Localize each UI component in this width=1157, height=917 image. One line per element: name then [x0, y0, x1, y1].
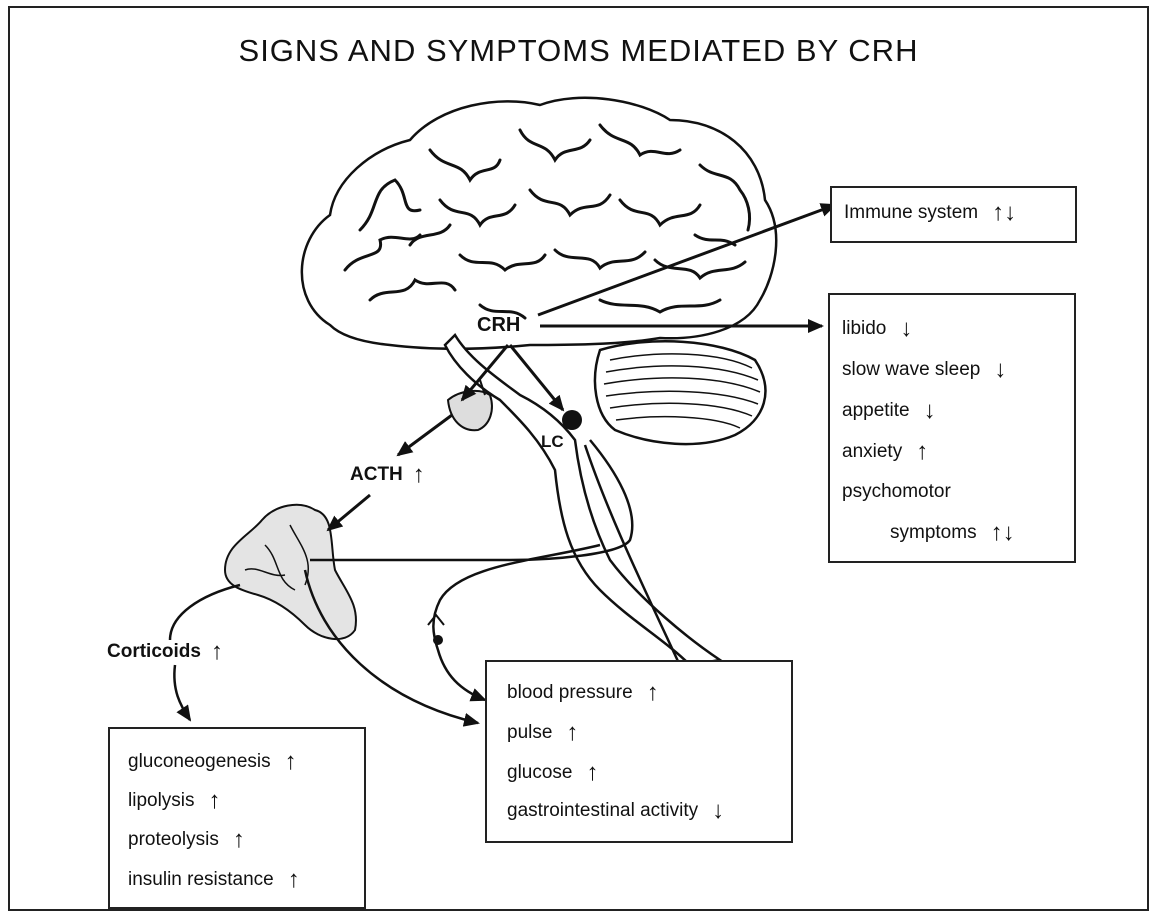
proteolysis-up-arrow-icon: ↑	[233, 828, 245, 852]
gluconeogenesis-up-arrow-icon: ↑	[285, 750, 297, 774]
cns-row-appetite: appetite ↓	[842, 399, 936, 423]
arrow-acth-adrenal	[328, 495, 370, 530]
bp-up-arrow-icon: ↑	[647, 681, 659, 705]
pulse-up-arrow-icon: ↑	[566, 721, 578, 745]
cns-text-libido: libido	[842, 318, 886, 340]
metabolic-row-lipolysis: lipolysis ↑	[128, 789, 221, 813]
cns-row-libido: libido ↓	[842, 317, 912, 341]
metabolic-text-proteolysis: proteolysis	[128, 829, 219, 851]
metabolic-text-insulin: insulin resistance	[128, 869, 274, 891]
corticoids-up-arrow-icon: ↑	[211, 640, 223, 664]
lc-label: LC	[541, 432, 564, 452]
autonomic-text-glucose: glucose	[507, 762, 573, 784]
immune-text: Immune system	[844, 202, 978, 224]
metabolic-row-proteolysis: proteolysis ↑	[128, 828, 245, 852]
sleep-down-arrow-icon: ↓	[994, 358, 1006, 382]
immune-system-box: Immune system ↑↓	[830, 186, 1077, 243]
ganglion-dot	[433, 635, 443, 645]
autonomic-text-gi: gastrointestinal activity	[507, 800, 698, 822]
cns-row-anxiety: anxiety ↑	[842, 440, 928, 464]
autonomic-text-bp: blood pressure	[507, 682, 633, 704]
brain-cerebrum	[302, 98, 776, 349]
metabolic-text-gluconeogenesis: gluconeogenesis	[128, 751, 271, 773]
cns-row-psychomotor: psychomotor	[842, 481, 951, 503]
cns-row-symptoms: symptoms ↑↓	[890, 521, 1015, 545]
cns-text-sleep: slow wave sleep	[842, 359, 980, 381]
metabolic-row-gluconeogenesis: gluconeogenesis ↑	[128, 750, 297, 774]
metabolic-text-lipolysis: lipolysis	[128, 790, 195, 812]
immune-row: Immune system ↑↓	[844, 201, 1016, 225]
autonomic-row-glucose: glucose ↑	[507, 761, 599, 785]
cerebellum	[595, 341, 765, 444]
symptoms-up-down-arrow-icon: ↑↓	[991, 521, 1015, 545]
metabolic-row-insulin: insulin resistance ↑	[128, 868, 300, 892]
immune-up-down-arrow-icon: ↑↓	[992, 201, 1016, 225]
acth-up-arrow-icon: ↑	[413, 463, 425, 487]
insulin-up-arrow-icon: ↑	[288, 868, 300, 892]
autonomic-text-pulse: pulse	[507, 722, 552, 744]
metabolic-effects-box: gluconeogenesis ↑ lipolysis ↑ proteolysi…	[108, 727, 366, 909]
lipolysis-up-arrow-icon: ↑	[209, 789, 221, 813]
libido-down-arrow-icon: ↓	[900, 317, 912, 341]
corticoids-text: Corticoids	[107, 641, 201, 663]
autonomic-row-gi: gastrointestinal activity ↓	[507, 799, 724, 823]
crh-label: CRH	[477, 314, 520, 337]
acth-text: ACTH	[350, 464, 403, 486]
cns-effects-box: libido ↓ slow wave sleep ↓ appetite ↓ an…	[828, 293, 1076, 563]
anxiety-up-arrow-icon: ↑	[916, 440, 928, 464]
autonomic-effects-box: blood pressure ↑ pulse ↑ glucose ↑ gastr…	[485, 660, 793, 843]
arrow-corticoids-metabolic	[174, 665, 190, 720]
cns-text-appetite: appetite	[842, 400, 910, 422]
autonomic-row-bp: blood pressure ↑	[507, 681, 659, 705]
autonomic-row-pulse: pulse ↑	[507, 721, 578, 745]
gi-down-arrow-icon: ↓	[712, 799, 724, 823]
locus-coeruleus-dot	[562, 410, 582, 430]
corticoids-label: Corticoids ↑	[107, 640, 223, 664]
cns-row-sleep: slow wave sleep ↓	[842, 358, 1006, 382]
cns-text-symptoms: symptoms	[890, 522, 977, 544]
arrow-pituitary-acth	[398, 415, 452, 455]
acth-label: ACTH ↑	[350, 463, 425, 487]
appetite-down-arrow-icon: ↓	[924, 399, 936, 423]
arrow-adrenal-corticoids	[170, 585, 240, 640]
pituitary	[448, 391, 492, 430]
cns-text-anxiety: anxiety	[842, 441, 902, 463]
cns-text-psychomotor: psychomotor	[842, 481, 951, 503]
glucose-up-arrow-icon: ↑	[587, 761, 599, 785]
